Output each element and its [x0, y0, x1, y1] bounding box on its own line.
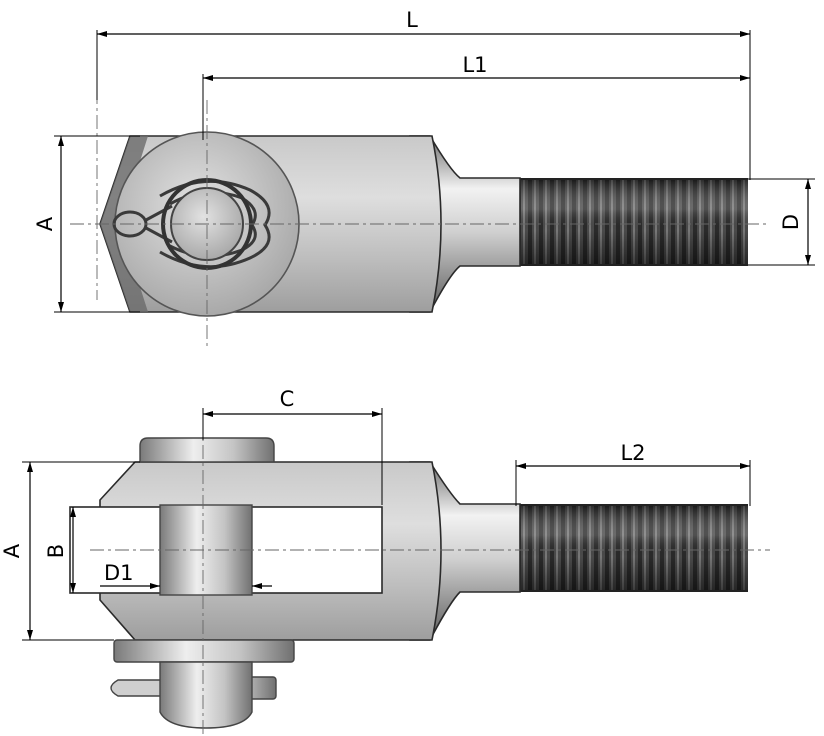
- bottom-thread: [518, 504, 748, 592]
- label-L1: L1: [462, 53, 487, 77]
- dim-L: L: [96, 8, 751, 180]
- pin-tip: [159, 661, 253, 729]
- bottom-view: [69, 437, 748, 729]
- top-thread: [518, 178, 748, 266]
- label-L2: L2: [620, 441, 645, 465]
- dim-B: B: [44, 507, 76, 593]
- dim-L2: L2: [515, 441, 751, 506]
- label-D1: D1: [104, 561, 134, 585]
- top-centerlines: [70, 90, 770, 348]
- dim-L1: L1: [202, 53, 750, 140]
- dim-D1: D1: [100, 561, 272, 589]
- pin-head-top: [139, 437, 275, 463]
- dim-A-bottom: A: [0, 461, 140, 641]
- dim-D: D: [748, 178, 815, 266]
- bottom-centerlines: [90, 420, 770, 736]
- clip-tab: [110, 679, 167, 697]
- label-B: B: [44, 544, 68, 558]
- label-D: D: [779, 214, 803, 230]
- label-C: C: [280, 387, 295, 411]
- washer: [113, 639, 295, 663]
- dim-C: C: [202, 387, 383, 505]
- label-L: L: [406, 8, 418, 32]
- label-A-top: A: [33, 216, 57, 231]
- dim-A-top: A: [33, 135, 140, 313]
- label-A-bottom: A: [0, 543, 24, 558]
